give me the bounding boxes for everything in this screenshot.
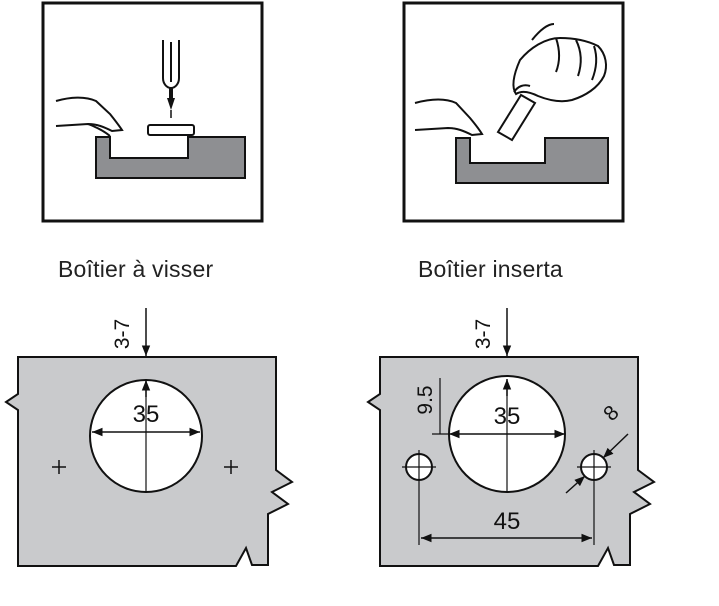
screw-position-plus-icon — [224, 460, 238, 474]
edge-distance-label: 3-7 — [472, 319, 495, 349]
caption-screw-in: Boîtier à visser — [58, 256, 214, 282]
diameter-label: 35 — [494, 403, 521, 430]
caption-press-in: Boîtier inserta — [418, 256, 563, 282]
edge-distance-label: 3-7 — [111, 319, 134, 349]
hand-icon — [414, 98, 484, 137]
hole-dimension-leader-bottom — [565, 475, 586, 494]
hand-icon — [55, 96, 124, 133]
illustration-screw-in — [41, 1, 264, 223]
screwdriver-icon — [162, 40, 180, 118]
offset-label: 9.5 — [414, 385, 437, 414]
screw-position-plus-icon — [52, 460, 66, 474]
drawing-press-in: 35 3-7 9.5 45 8 — [366, 308, 656, 567]
hinge-flange — [147, 124, 195, 136]
spacing-label: 45 — [494, 508, 521, 535]
diameter-label: 35 — [133, 401, 160, 428]
hinge-cup — [109, 137, 189, 159]
hole-dimension-leader-top — [602, 433, 629, 459]
press-in-hand-icon — [496, 23, 607, 142]
illustration-press-in — [402, 1, 625, 223]
hinge-cup — [469, 138, 546, 164]
drawing-screw-in: 35 3-7 — [4, 308, 294, 567]
